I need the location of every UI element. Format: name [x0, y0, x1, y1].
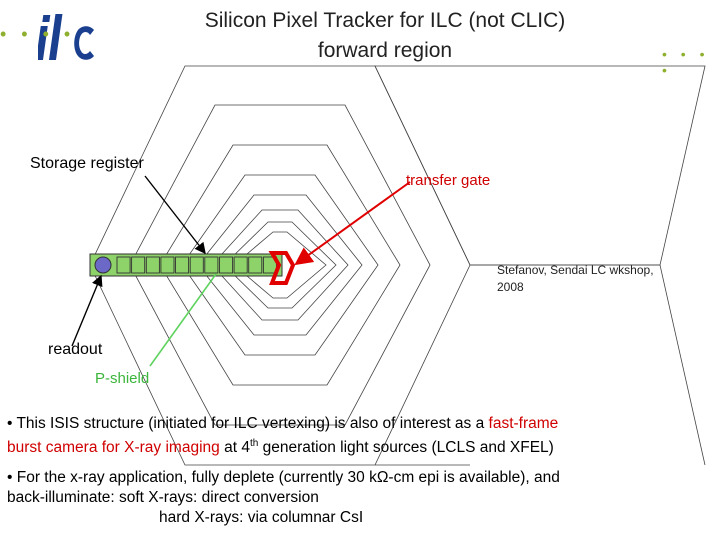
title-line-1: Silicon Pixel Tracker for ILC (not CLIC) [204, 9, 566, 32]
hex-cell-lower-right [470, 264, 706, 466]
bullet-1-highlight-a: fast-frame [488, 415, 559, 432]
register-cell [175, 256, 190, 274]
register-cell [204, 256, 219, 274]
bullet-1-text-b: at 4 [219, 439, 250, 457]
arrow-readout [71, 274, 103, 347]
register-cell [219, 256, 234, 274]
bullet-2-line-2: back-illuminate: soft X-rays: direct con… [7, 489, 319, 507]
bullet-1-superscript: th [249, 438, 259, 449]
register-cell [189, 256, 204, 274]
label-storage-register: Storage register [30, 155, 144, 172]
citation-line-2: 2008 [497, 280, 524, 294]
bullet-2-line-3: hard X-rays: via columnar CsI [159, 509, 364, 527]
bullet-1-text-c: generation light sources (LCLS and XFEL) [258, 439, 554, 457]
register-cell [131, 256, 146, 274]
bullet-list: • This ISIS structure (initiated for ILC… [7, 414, 713, 538]
bullet-isis: • This ISIS structure (initiated for ILC… [7, 414, 713, 458]
bullet-xray: • For the x-ray application, fully deple… [7, 468, 713, 528]
register-cell [233, 256, 248, 274]
title-line-2: forward region [317, 39, 453, 62]
storage-register-cells [116, 256, 277, 274]
register-cell [116, 256, 131, 274]
page-title: Silicon Pixel Tracker for ILC (not CLIC)… [160, 6, 610, 66]
register-cell [262, 256, 277, 274]
citation-line-1: Stefanov, Sendai LC wkshop, [497, 263, 654, 277]
transfer-gate [268, 251, 296, 285]
decorative-dots-left: • • • • [0, 24, 76, 44]
bullet-1-highlight-b: burst camera for X-ray imaging [7, 439, 220, 457]
register-cell [160, 256, 175, 274]
bullet-1-text-a: • This ISIS structure (initiated for ILC… [7, 415, 489, 432]
label-transfer-gate: transfer gate [406, 172, 491, 189]
label-p-shield: P-shield [95, 370, 150, 387]
bullet-2-line-1: • For the x-ray application, fully deple… [7, 469, 560, 487]
line-p-shield [149, 273, 217, 367]
arrow-storage-register [144, 175, 206, 255]
hex-cell-right [374, 65, 706, 266]
register-cell [248, 256, 263, 274]
label-readout: readout [48, 341, 103, 358]
arrow-transfer-gate [294, 181, 411, 266]
readout-node [94, 256, 112, 274]
register-cell [145, 256, 160, 274]
ilc-logo [38, 14, 94, 60]
citation: Stefanov, Sendai LC wkshop, 2008 [497, 262, 654, 296]
decorative-dots-right: • • • • [662, 46, 710, 78]
